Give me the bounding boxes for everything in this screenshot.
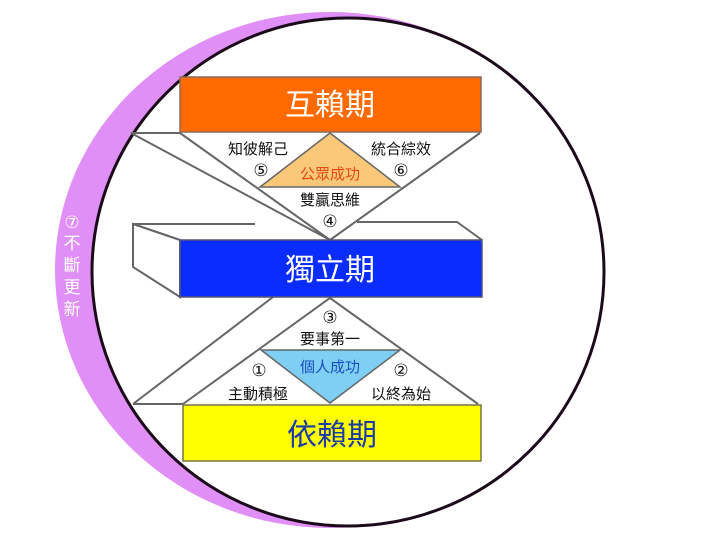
public-victory-label: 公眾成功 — [300, 165, 360, 183]
dependence-stage: 依賴期 — [182, 404, 482, 462]
independence-stage: 獨立期 — [179, 239, 483, 298]
habit-5-label: 知彼解己 — [228, 140, 288, 158]
independence-label: 獨立期 — [285, 253, 375, 288]
habit-6-number: ⑥ — [393, 161, 408, 181]
habit-7-char-3: 更 — [64, 278, 81, 298]
interdependence-stage: 互賴期 — [179, 76, 482, 133]
habit-7-char-4: 新 — [64, 300, 81, 320]
interdependence-label: 互賴期 — [285, 88, 375, 123]
habit-1-number: ① — [251, 361, 266, 381]
habit-6-label: 統合綜效 — [371, 140, 431, 158]
habit-7-char-1: 不 — [64, 234, 81, 254]
dependence-label: 依賴期 — [287, 418, 377, 453]
habit-4-label: 雙贏思維 — [300, 191, 360, 209]
habit-3-number: ③ — [322, 308, 337, 328]
habit-3-label: 要事第一 — [300, 330, 360, 348]
habit-1-label: 主動積極 — [228, 385, 288, 403]
habit-5-number: ⑤ — [253, 161, 268, 181]
private-victory-triangle — [258, 349, 403, 404]
public-victory-triangle — [257, 132, 403, 188]
renewal-label: ⑦ 不 斷 更 新 — [64, 213, 81, 320]
habit-2-number: ② — [393, 361, 408, 381]
habit-2-label: 以終為始 — [371, 385, 431, 403]
private-victory-label: 個人成功 — [300, 358, 360, 376]
habit-7-char-2: 斷 — [64, 256, 81, 276]
habit-7-number: ⑦ — [64, 213, 79, 233]
habit-4-number: ④ — [322, 212, 337, 232]
